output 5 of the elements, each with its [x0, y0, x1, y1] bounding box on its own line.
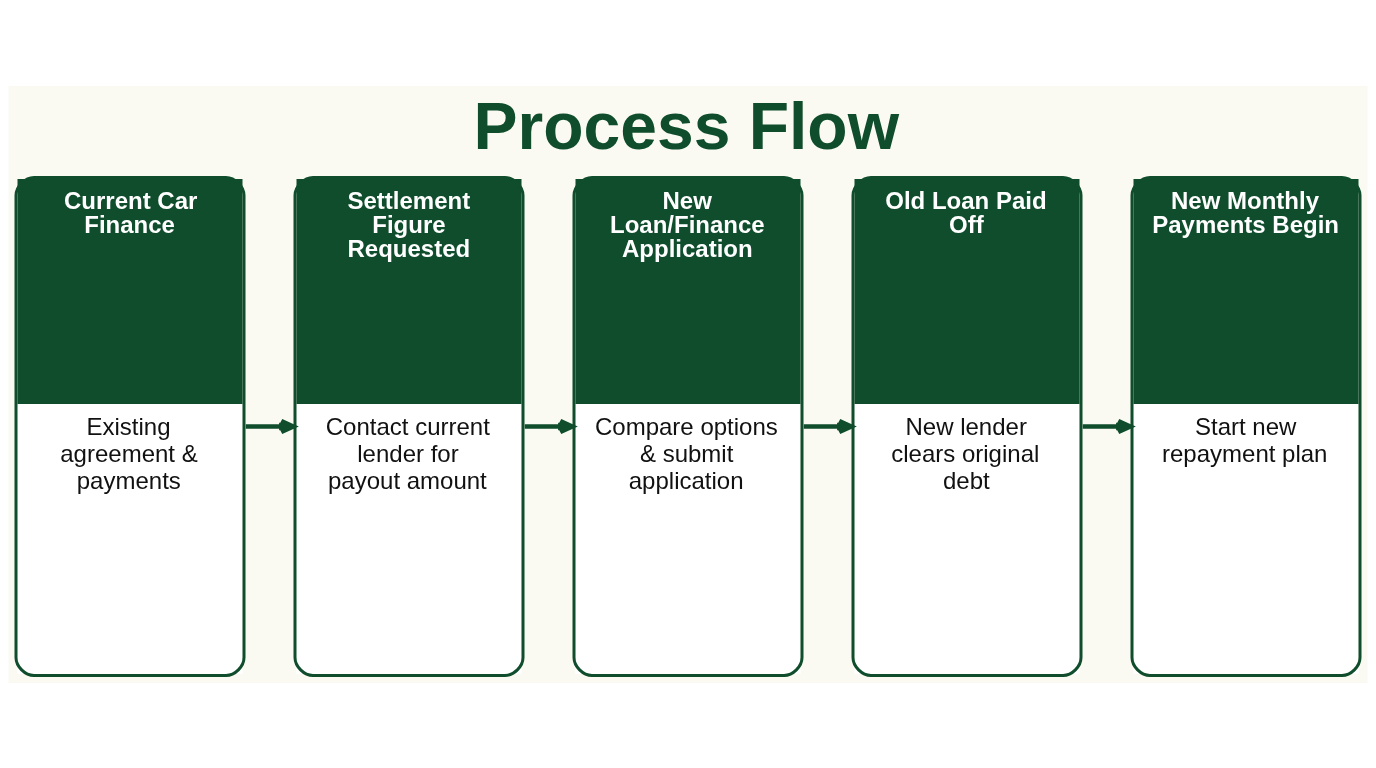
arrow: [245, 418, 296, 434]
arrow: [803, 418, 854, 434]
diagram-title: Process Flow: [473, 88, 899, 163]
arrow: [1082, 418, 1133, 434]
arrow: [524, 418, 575, 434]
